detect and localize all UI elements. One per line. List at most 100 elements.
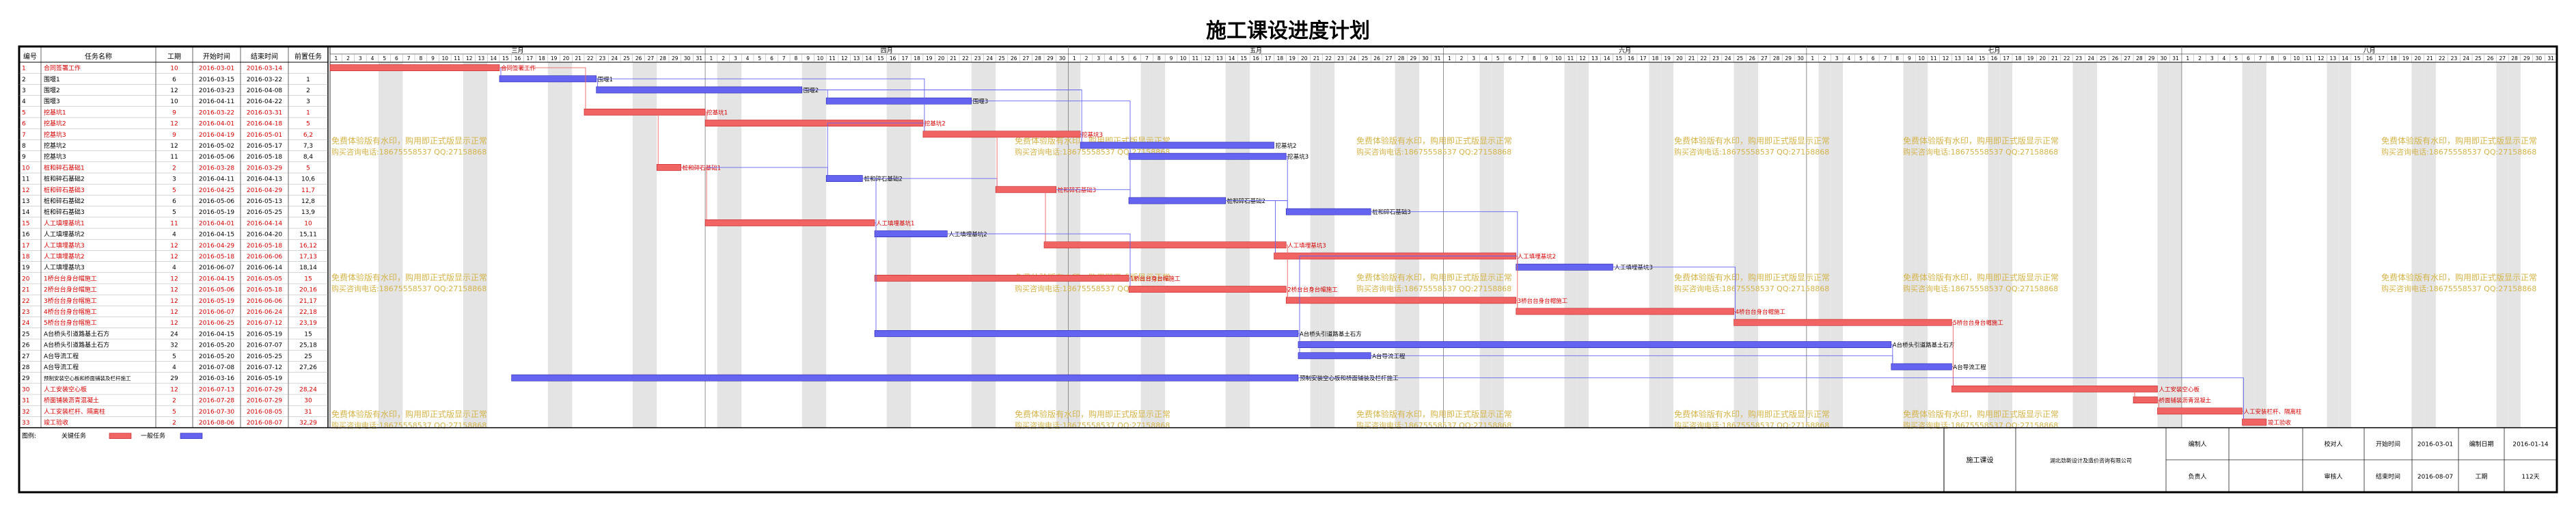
day-tick-label: 4 bbox=[1847, 55, 1850, 62]
table-cell: 5 bbox=[172, 209, 176, 216]
day-tick-label: 20 bbox=[563, 55, 570, 62]
weekend-band bbox=[378, 62, 391, 428]
watermark-line1: 免费体验版有水印，购用即正式版显示正常 bbox=[1015, 409, 1170, 419]
watermark-line1: 免费体验版有水印，购用即正式版显示正常 bbox=[1674, 135, 1830, 146]
day-tick-label: 11 bbox=[454, 55, 461, 62]
day-tick-label: 10 bbox=[1555, 55, 1562, 62]
day-tick-label: 18 bbox=[1277, 55, 1284, 62]
footer-edit-date: 2016-01-14 bbox=[2512, 442, 2549, 448]
table-cell: 11 bbox=[170, 220, 178, 227]
table-cell: 5 bbox=[22, 109, 26, 116]
day-tick-label: 29 bbox=[2523, 55, 2530, 62]
day-tick-label: 28 bbox=[2511, 55, 2518, 62]
table-cell: 2016-08-06 bbox=[199, 420, 235, 427]
gantt-bar-label: 挖基坑3 bbox=[1082, 131, 1103, 139]
watermark-line1: 免费体验版有水印，购用即正式版显示正常 bbox=[1356, 135, 1512, 146]
footer-start-value: 2016-03-01 bbox=[2417, 442, 2453, 448]
day-tick-label: 17 bbox=[2003, 55, 2010, 62]
table-cell: 19 bbox=[22, 265, 30, 271]
gantt-bar bbox=[874, 230, 948, 237]
table-cell: 10 bbox=[170, 98, 178, 105]
table-cell: 桩和碎石基础2 bbox=[44, 175, 85, 183]
table-cell: 12 bbox=[170, 254, 178, 260]
gantt-bar bbox=[1298, 341, 1892, 348]
day-tick-label: 20 bbox=[2415, 55, 2422, 62]
table-cell: 12 bbox=[170, 309, 178, 316]
dependency-line bbox=[1371, 211, 1518, 265]
gantt-bar-label: 3桥台台身台帽施工 bbox=[1518, 297, 1568, 305]
day-tick-label: 10 bbox=[2293, 55, 2300, 62]
day-tick-label: 22 bbox=[2064, 55, 2070, 62]
dependency-line bbox=[2134, 388, 2158, 397]
watermark-line1: 免费体验版有水印，购用即正式版显示正常 bbox=[1674, 272, 1830, 282]
day-tick-label: 19 bbox=[2027, 55, 2034, 62]
table-cell: 2016-03-14 bbox=[247, 66, 283, 72]
watermark-line2: 购买咨询电话:18675558537 QQ:27158868 bbox=[1356, 147, 1511, 157]
weekend-band bbox=[1649, 62, 1662, 428]
weekend-band bbox=[729, 62, 742, 428]
day-tick-label: 19 bbox=[2402, 55, 2409, 62]
gantt-bar bbox=[1298, 352, 1371, 360]
day-tick-label: 29 bbox=[1785, 55, 1792, 62]
table-cell: 15 bbox=[22, 220, 29, 227]
table-cell: 12 bbox=[170, 287, 178, 294]
table-cell: 27,26 bbox=[299, 364, 317, 371]
table-cell: 2016-05-20 bbox=[199, 353, 235, 360]
legend-critical-label: 关键任务 bbox=[61, 432, 86, 440]
table-cell: 2016-04-25 bbox=[199, 187, 234, 194]
day-tick-label: 30 bbox=[684, 55, 691, 62]
gantt-bar-label: 桩和碎石基础2 bbox=[1227, 198, 1265, 205]
day-tick-label: 23 bbox=[599, 55, 606, 62]
table-cell: 25 bbox=[304, 353, 312, 360]
table-cell: 3 bbox=[306, 98, 310, 105]
day-tick-label: 22 bbox=[2439, 55, 2445, 62]
day-tick-label: 6 bbox=[770, 55, 773, 62]
table-cell: 1 bbox=[306, 77, 310, 83]
gantt-bar-label: 竣工验收 bbox=[2268, 419, 2292, 427]
table-cell: 2016-08-05 bbox=[247, 409, 282, 416]
day-tick-label: 21 bbox=[2051, 55, 2058, 62]
day-tick-label: 26 bbox=[1011, 55, 1017, 62]
day-tick-label: 14 bbox=[1967, 55, 1973, 62]
table-cell: 2016-06-06 bbox=[247, 298, 283, 305]
gantt-bar bbox=[2242, 418, 2267, 426]
day-tick-label: 3 bbox=[1472, 55, 1475, 62]
table-cell: 6 bbox=[172, 198, 176, 205]
weekend-band bbox=[971, 62, 984, 428]
day-tick-label: 25 bbox=[998, 55, 1005, 62]
day-tick-label: 21 bbox=[575, 55, 581, 62]
table-cell: 16,12 bbox=[299, 243, 317, 250]
gantt-bar-label: 桩和碎石基础3 bbox=[1058, 187, 1096, 194]
day-tick-label: 9 bbox=[806, 55, 810, 62]
dependency-line bbox=[801, 90, 1082, 142]
table-cell: 人工填埋基坑3 bbox=[44, 241, 85, 250]
gantt-bar bbox=[874, 274, 1129, 282]
table-cell: 30 bbox=[304, 398, 312, 405]
day-tick-label: 14 bbox=[1229, 55, 1235, 62]
gantt-bar bbox=[1128, 197, 1226, 204]
table-cell: 8,4 bbox=[303, 154, 314, 161]
table-cell: 挖基坑3 bbox=[44, 152, 66, 161]
table-cell: 5 bbox=[172, 353, 176, 360]
page-title: 施工课设进度计划 bbox=[1206, 19, 1370, 43]
table-cell: 7,3 bbox=[303, 143, 313, 150]
day-tick-label: 30 bbox=[2161, 55, 2167, 62]
day-tick-label: 13 bbox=[1954, 55, 1961, 62]
table-cell: 桩和碎石基础3 bbox=[44, 186, 85, 194]
table-cell: 12 bbox=[170, 386, 178, 393]
table-cell: 12 bbox=[22, 187, 29, 194]
watermark-line1: 免费体验版有水印，购用即正式版显示正常 bbox=[2381, 135, 2537, 146]
table-cell: 2016-04-08 bbox=[247, 88, 283, 94]
table-cell: 2016-07-08 bbox=[199, 364, 235, 371]
table-cell: 人工填埋基坑3 bbox=[44, 263, 85, 271]
month-label: 七月 bbox=[1988, 47, 2000, 55]
gantt-bar bbox=[1128, 152, 1287, 160]
weekend-band bbox=[2496, 62, 2509, 428]
day-tick-label: 31 bbox=[1434, 55, 1441, 62]
day-tick-label: 22 bbox=[1701, 55, 1708, 62]
gantt-bar bbox=[1891, 363, 1952, 371]
table-cell: 30 bbox=[22, 386, 30, 393]
day-tick-label: 3 bbox=[1097, 55, 1100, 62]
table-cell: 25 bbox=[22, 331, 29, 338]
